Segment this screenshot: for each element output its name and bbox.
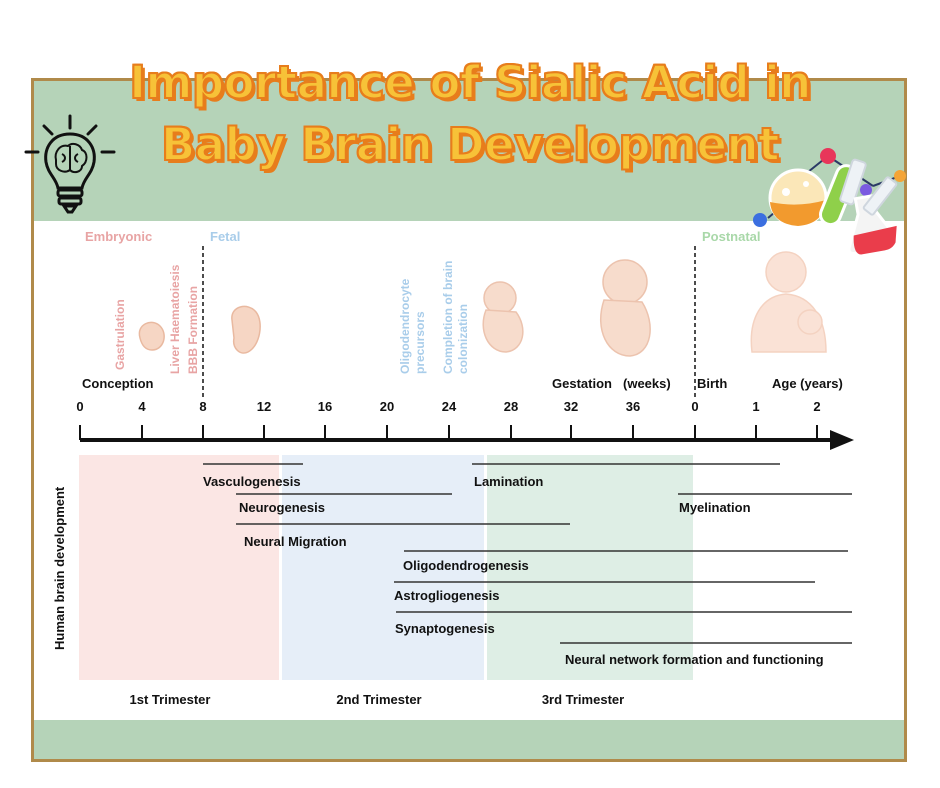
tick-birth-0: 0 [691,399,698,414]
event-brain-colonization-1: Completion of brain [441,261,455,374]
footer-band [34,720,904,759]
event-liver-haematoiesis: Liver Haematoiesis [168,264,182,374]
trimester-3-label: 3rd Trimester [542,692,624,707]
tick-4: 4 [138,399,146,414]
axis-ticks [79,425,818,440]
label-astrogliogenesis: Astrogliogenesis [394,588,499,603]
chemistry-flask-icon [753,148,906,256]
embryo-icon [138,305,261,354]
axis-weeks: (weeks) [623,376,671,391]
event-oligodendrocyte-precursors-1: Oligodendrocyte [398,278,412,374]
event-bbb-formation: BBB Formation [186,286,200,374]
mother-baby-icon [750,251,827,353]
tick-32: 32 [564,399,578,414]
trimester-2-label: 2nd Trimester [336,692,421,707]
axis-birth: Birth [697,376,727,391]
tick-8: 8 [199,399,206,414]
tick-28: 28 [504,399,518,414]
label-synaptogenesis: Synaptogenesis [395,621,495,636]
axis-gestation: Gestation [552,376,612,391]
header-band [34,81,904,221]
title-line-1: Importance of Sialic Acid in [128,55,812,110]
label-neurogenesis: Neurogenesis [239,500,325,515]
trimester-1-region [79,455,279,680]
phase-fetal: Fetal [210,229,240,244]
event-oligodendrocyte-precursors-2: precursors [413,311,427,374]
event-brain-colonization-2: colonization [456,304,470,374]
tick-12: 12 [257,399,271,414]
trimester-1-label: 1st Trimester [130,692,211,707]
event-gastrulation: Gastrulation [113,299,127,370]
y-axis-label: Human brain development [52,486,67,650]
title-line-2: Baby Brain Development [160,117,781,172]
timeline-arrowhead [830,430,854,450]
brain-lightbulb-icon [24,114,116,214]
axis-conception: Conception [82,376,154,391]
label-oligodendrogenesis: Oligodendrogenesis [403,558,529,573]
tick-0: 0 [76,399,83,414]
label-neural-migration: Neural Migration [244,534,347,549]
tick-year-2: 2 [813,399,820,414]
fetus-icon [482,259,651,357]
label-lamination: Lamination [474,474,543,489]
tick-16: 16 [318,399,332,414]
phase-embryonic: Embryonic [85,229,152,244]
label-vasculogenesis: Vasculogenesis [203,474,301,489]
phase-postnatal: Postnatal [702,229,761,244]
tick-20: 20 [380,399,394,414]
trimester-2-region [282,455,484,680]
axis-age: Age (years) [772,376,843,391]
tick-24: 24 [442,399,457,414]
tick-36: 36 [626,399,640,414]
label-myelination: Myelination [679,500,751,515]
page-title: Importance of Sialic Acid in Baby Brain … [0,52,940,176]
tick-year-1: 1 [752,399,759,414]
label-neural-network: Neural network formation and functioning [565,652,824,667]
